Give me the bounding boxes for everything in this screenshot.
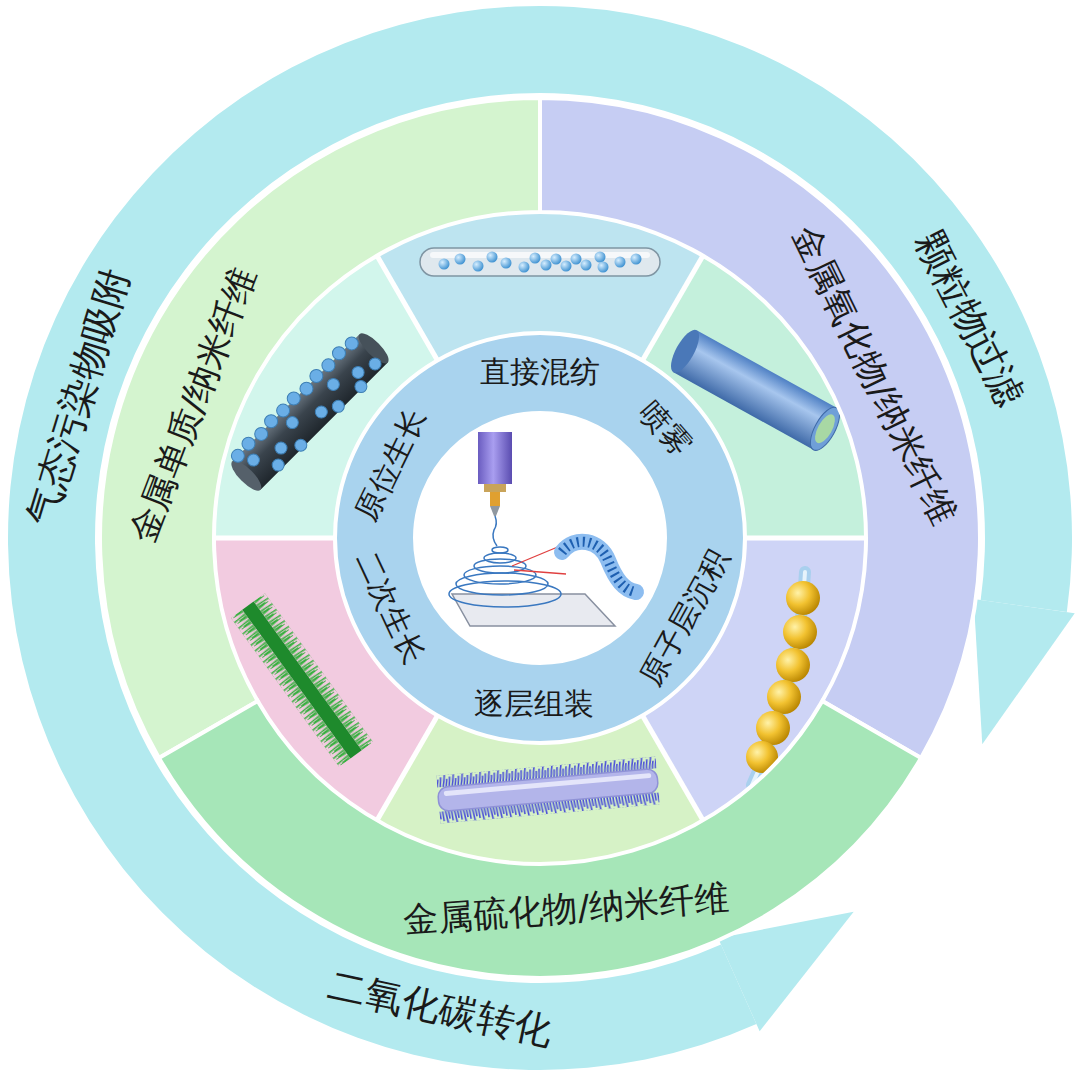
particle-decorated-rod xyxy=(239,435,257,453)
label-holder: 直接混纺 xyxy=(480,355,600,390)
cycle-arrow-ring-shape xyxy=(8,6,1072,1070)
fiber-with-embedded-particles xyxy=(455,254,466,265)
wedge-separators xyxy=(215,257,865,820)
electrospinning-setup xyxy=(449,581,561,607)
method-ring-shape xyxy=(335,333,745,743)
method-label: 逐层组装 xyxy=(474,687,594,722)
material-band-outline xyxy=(90,88,990,988)
electrospinning-setup xyxy=(478,432,512,484)
electrospinning-setup xyxy=(449,547,561,607)
particle-decorated-rod xyxy=(273,440,290,457)
bead-chain-fiber xyxy=(776,648,810,682)
fiber-with-embedded-particles xyxy=(420,248,660,276)
bead-chain-fiber xyxy=(786,581,820,615)
fiber-with-embedded-particles xyxy=(519,262,530,273)
particle-decorated-rod xyxy=(227,457,265,495)
method-label: 直接混纺 xyxy=(480,355,600,390)
fiber-with-embedded-particles xyxy=(473,261,484,272)
particle-decorated-rod xyxy=(325,376,342,393)
fiber-with-embedded-particles xyxy=(615,257,626,268)
particle-decorated-rod xyxy=(330,344,348,362)
particle-decorated-rod xyxy=(352,378,369,395)
electrospinning-setup xyxy=(490,492,500,506)
particle-decorated-rod xyxy=(343,334,361,352)
fiber-with-embedded-particles xyxy=(487,252,498,263)
material-band-outline xyxy=(90,88,990,988)
fiber-with-embedded-particles xyxy=(561,261,572,272)
bead-chain-fiber xyxy=(756,711,790,745)
fiber-with-embedded-particles xyxy=(631,254,642,265)
core-shell-fiber xyxy=(811,411,839,446)
electrospinning-setup xyxy=(514,570,566,574)
bead-chain-fiber xyxy=(767,680,801,714)
fiber-with-embedded-particles xyxy=(551,254,562,265)
electrospinning-setup xyxy=(492,547,508,553)
fiber-with-embedded-particles xyxy=(595,252,606,263)
material-band: 金属硫化物/纳米纤维 xyxy=(90,88,990,988)
wedge-sectors xyxy=(215,213,865,863)
label-holder: 逐层组装 xyxy=(474,687,594,722)
particle-decorated-rod xyxy=(367,355,384,372)
electrospinning-setup xyxy=(562,542,636,592)
electrospinning-setup xyxy=(484,484,506,492)
fiber-with-embedded-particles xyxy=(571,254,582,265)
particle-decorated-rod xyxy=(285,389,303,407)
material-band-outline xyxy=(90,88,990,988)
fiber-with-embedded-particles xyxy=(439,259,450,270)
nanosheet-fiber xyxy=(437,768,658,811)
core-shell-fiber xyxy=(666,326,705,377)
particle-decorated-rod xyxy=(350,364,367,381)
nanosheet-fiber xyxy=(436,757,659,824)
arrow-head xyxy=(974,599,1075,744)
particle-decorated-rod xyxy=(245,452,262,469)
particle-decorated-rod xyxy=(297,379,315,397)
electrospinning-setup xyxy=(562,542,636,592)
material-band: 金属氧化物/纳米纤维 xyxy=(90,88,990,988)
electrospinning-setup xyxy=(490,506,500,516)
electrospinning-setup xyxy=(449,432,636,626)
particle-decorated-rod xyxy=(313,404,330,421)
electrospinning-setup xyxy=(484,553,516,563)
nanosheet-fiber xyxy=(444,773,652,796)
bead-chain-fiber xyxy=(783,615,817,649)
electrospinning-setup xyxy=(452,594,615,626)
method-ring: 直接混纺喷雾原子层沉积逐层组装二次生长原位生长 xyxy=(325,323,755,753)
material-band: 金属单质/纳米纤维 xyxy=(90,88,990,988)
electrospinning-setup xyxy=(493,516,497,546)
fiber-with-embedded-particles xyxy=(530,253,541,264)
fiber-with-embedded-particles xyxy=(598,262,609,273)
fiber-with-embedded-particles xyxy=(439,252,642,273)
fiber-with-embedded-particles xyxy=(501,258,512,269)
particle-decorated-rod xyxy=(252,425,270,443)
fiber-with-embedded-particles xyxy=(420,248,660,276)
particle-decorated-rod xyxy=(284,414,301,431)
particle-decorated-rod xyxy=(330,398,347,415)
fiber-with-embedded-particles xyxy=(541,260,552,271)
electrospinning-setup xyxy=(512,546,560,566)
fiber-with-embedded-particles xyxy=(581,260,592,271)
particle-decorated-rod xyxy=(270,457,287,474)
particle-decorated-rod xyxy=(292,437,309,454)
